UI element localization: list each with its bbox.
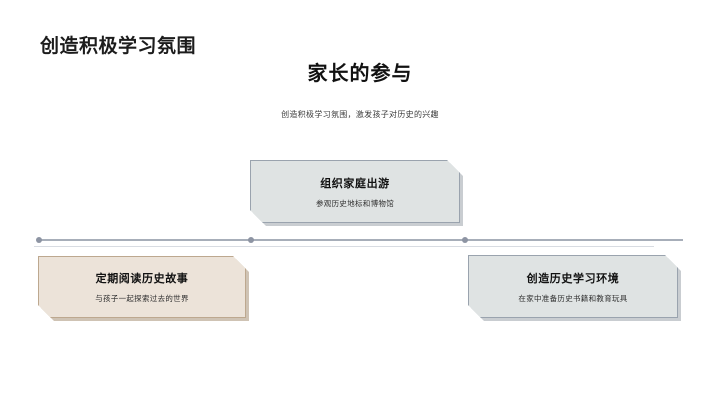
card-title: 创造历史学习环境 <box>526 272 620 285</box>
slide-title: 创造积极学习氛围 <box>40 36 197 57</box>
timeline-axis-shadow <box>34 246 654 247</box>
card-title: 定期阅读历史故事 <box>95 273 189 285</box>
timeline-dot-3 <box>462 237 468 243</box>
timeline-axis <box>38 239 683 241</box>
timeline-dot-2 <box>248 237 254 243</box>
timeline-dot-1 <box>36 237 42 243</box>
card-description: 在家中准备历史书籍和教育玩具 <box>518 293 628 303</box>
card-description: 与孩子一起探索过去的世界 <box>95 294 189 303</box>
slide-subtitle: 创造积极学习氛围，激发孩子对历史的兴趣 <box>281 110 439 119</box>
card-read-history-stories[interactable]: 定期阅读历史故事 与孩子一起探索过去的世界 <box>38 256 246 318</box>
card-description: 参观历史地标和博物馆 <box>316 198 394 208</box>
card-title: 组织家庭出游 <box>320 177 390 190</box>
card-create-learning-environment[interactable]: 创造历史学习环境 在家中准备历史书籍和教育玩具 <box>468 255 678 318</box>
main-heading: 家长的参与 <box>307 63 413 85</box>
card-organize-family-trip[interactable]: 组织家庭出游 参观历史地标和博物馆 <box>250 160 460 223</box>
